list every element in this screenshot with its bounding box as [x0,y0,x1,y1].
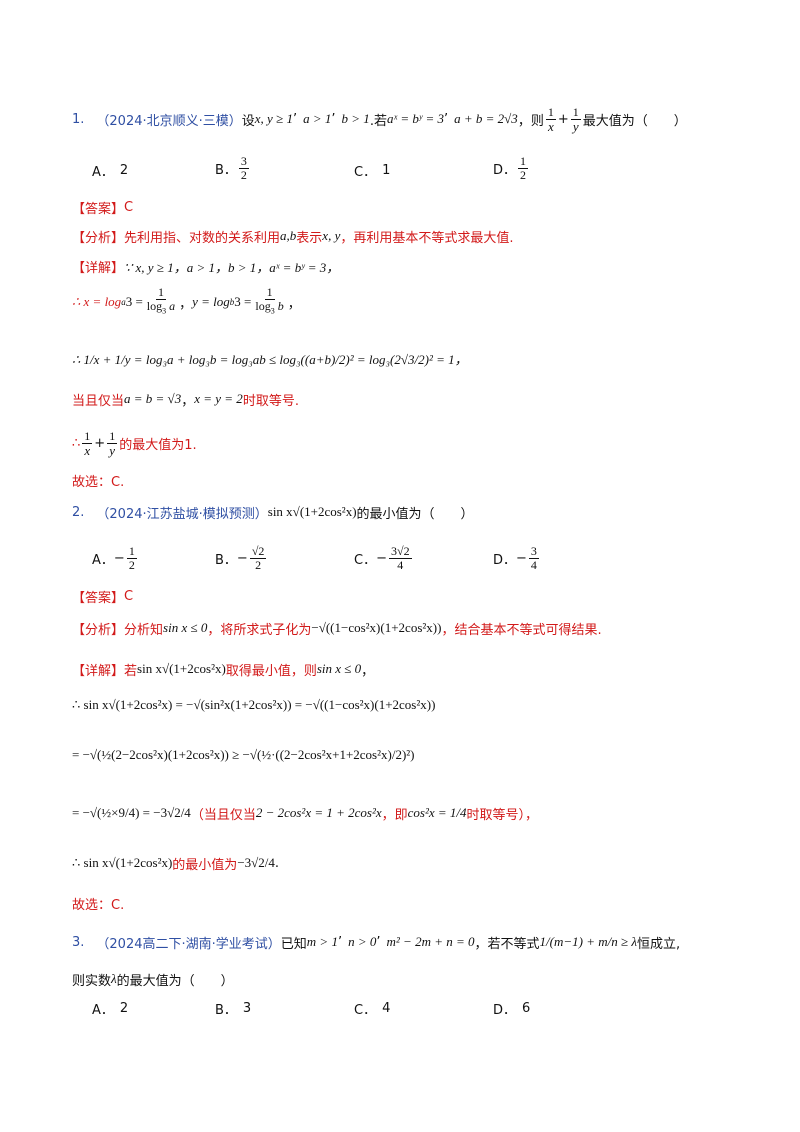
q1-detail-4: 当且仅当 a = b = √3， x = y = 2 时取等号. [72,391,299,409]
q1-text-d: 最大值为（ ） [582,113,687,129]
q1-text-a: 设 [241,113,255,129]
q2-stem: 2. （2024·江苏盐城·模拟预测） sin x√(1+2cos²x) 的最小… [72,504,474,522]
q2-detail-4: = −√(½×9/4) = −3√2/4 （当且仅当 2 − 2cos²x = … [72,805,539,823]
q1-cond3: b > 1 [341,111,370,126]
q1-cond1: x, y ≥ 1 [254,111,293,126]
q2-detail-5: ∴ sin x√(1+2cos²x) 的最小值为 −3√2/4. [72,855,280,873]
q2-number: 2. [72,504,85,520]
q1-source: （2024·北京顺义·三模） [96,113,242,129]
q2-analysis: 【分析】 分析知 sin x ≤ 0 ，将所求式子化为 −√((1−cos²x)… [72,620,602,638]
q2-detail-1: 【详解】 若 sin x√(1+2cos²x) 取得最小值，则 sin x ≤ … [72,661,375,679]
q1-analysis: 【分析】先利用指、对数的关系利用 a,b 表示 x, y ，再利用基本不等式求最… [72,228,514,246]
q1-text-c: ，则 [517,113,544,129]
q2-answer: 【答案】C [72,588,134,606]
q1-text-b: .若 [369,113,387,129]
q1-answer: 【答案】C [72,199,134,217]
q1-option-c: C．1 [354,162,391,180]
q2-source: （2024·江苏盐城·模拟预测） [96,506,268,522]
q3-number: 3. [72,934,85,950]
q3-stem: 3. （2024高二下·湖南·学业考试） 已知 m > 1’ n > 0’ m²… [72,934,681,952]
q1-detail-3: ∴ 1/x + 1/y = log₃a + log₃b = log₃ab ≤ l… [72,351,468,367]
q1-cond5: a + b = 2√3 [454,111,518,126]
q3-option-d: D．6 [493,1000,531,1018]
q2-detail-2: ∴ sin x√(1+2cos²x) = −√(sin²x(1+2cos²x))… [72,697,436,712]
q3-option-c: C．4 [354,1000,391,1018]
q1-option-a: A．2 [92,162,129,180]
q1-number: 1. [72,111,85,127]
q1-stem: 1. （2024·北京顺义·三模） 设 x, y ≥ 1’ a > 1’ b >… [72,104,687,134]
q1-choose: 故选：C. [72,474,125,490]
q3-source: （2024高二下·湖南·学业考试） [96,936,281,952]
q1-cond2: a > 1 [303,111,332,126]
q3-stem-line2: 则实数 λ 的最大值为（ ） [72,971,234,989]
q2-choose: 故选：C. [72,897,125,913]
q3-option-b: B．3 [215,1000,252,1018]
q3-option-a: A．2 [92,1000,129,1018]
q2-detail-3: = −√(½(2−2cos²x)(1+2cos²x)) ≥ −√(½·((2−2… [72,747,415,762]
q1-detail-1: 【详解】 ∵ x, y ≥ 1，a > 1，b > 1，aˣ = bʸ = 3， [72,259,340,276]
q1-cond4: aˣ = bʸ = 3 [386,111,444,126]
